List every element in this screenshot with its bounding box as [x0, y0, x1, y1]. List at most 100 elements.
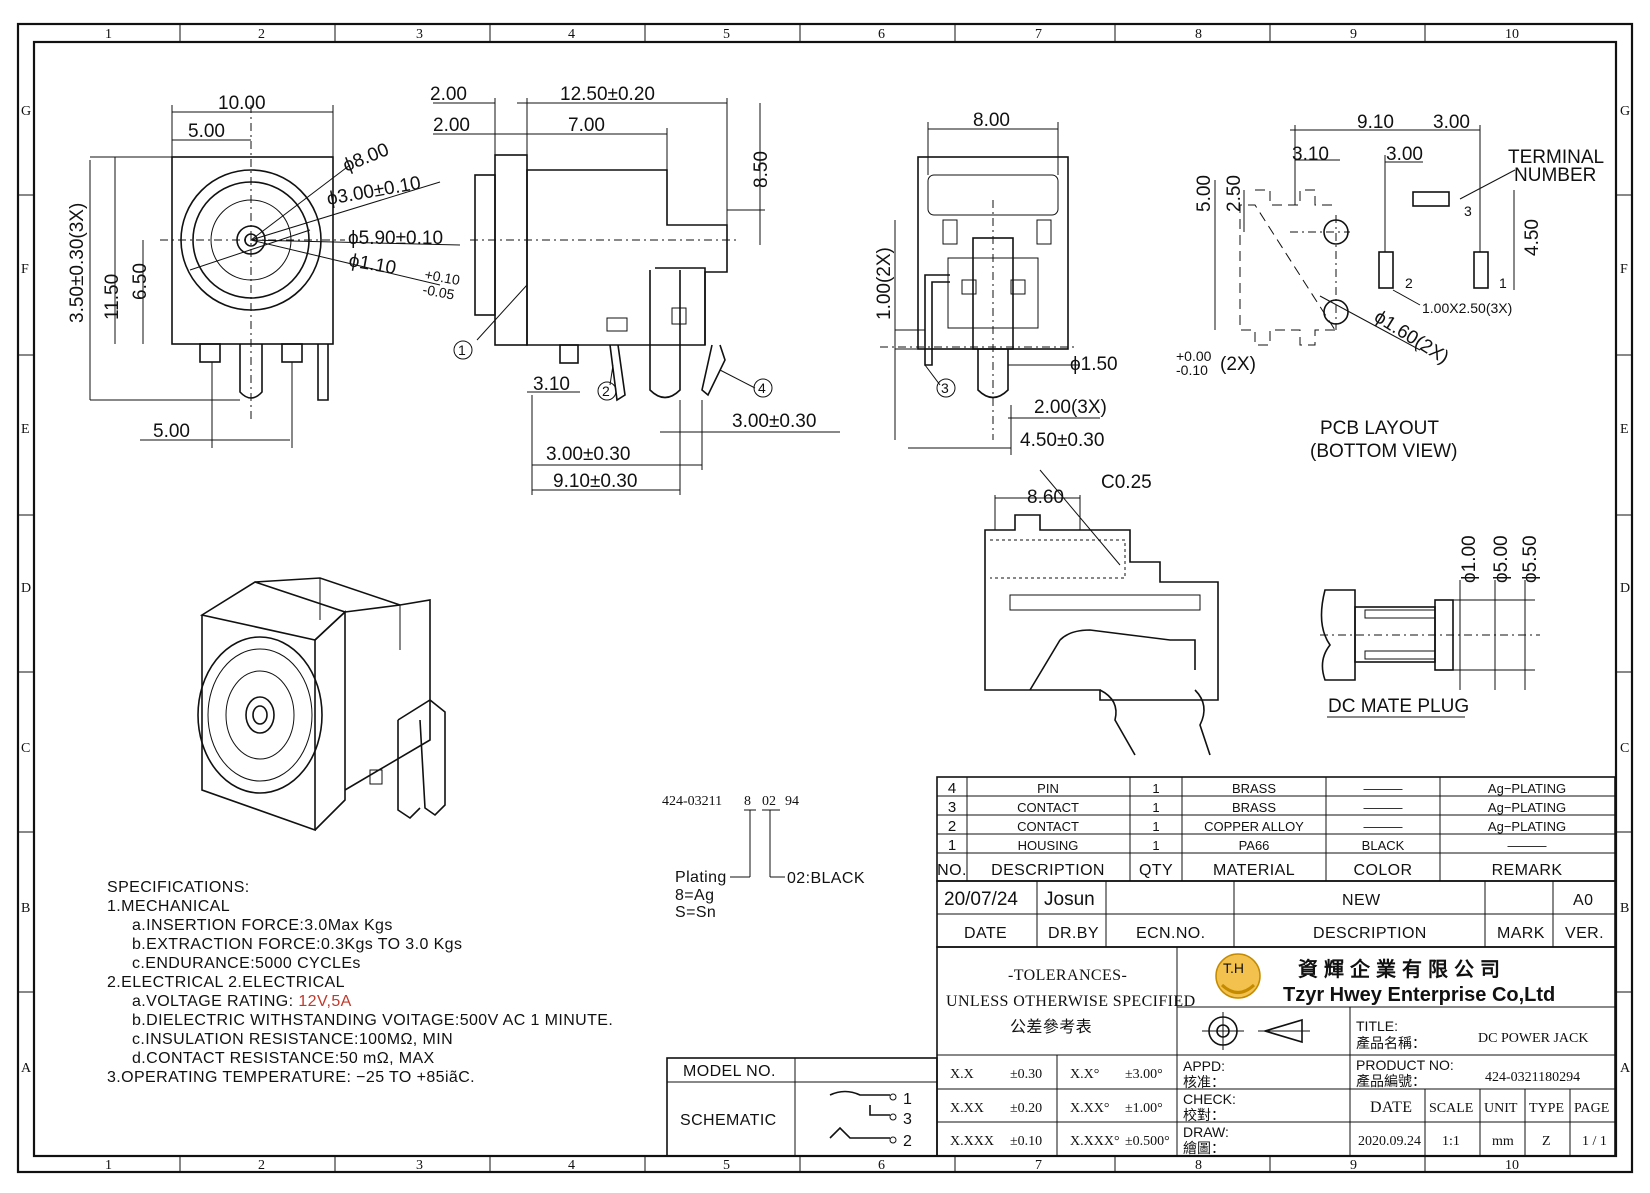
bom-cell: CONTACT — [1017, 800, 1079, 815]
zone-column-bottom: 8 — [1195, 1158, 1202, 1173]
revision-drawn-by: Josun — [1044, 889, 1095, 910]
zone-column-top: 4 — [568, 27, 575, 42]
check-label-chinese: 校對： — [1183, 1107, 1225, 1123]
dim-3-10: 3.10 — [1292, 144, 1329, 165]
product-no-value: 424-0321180294 — [1485, 1070, 1580, 1085]
plating-label: Plating — [675, 869, 727, 886]
bom-cell: Ag−PLATING — [1488, 819, 1566, 834]
dim-height-6-5: 6.50 — [130, 263, 151, 300]
revision-header-drby: DR.BY — [1048, 925, 1099, 942]
appd-label-chinese: 核准： — [1183, 1074, 1225, 1090]
product-no-label-chinese: 產品編號： — [1356, 1073, 1426, 1089]
zone-column-top: 6 — [878, 27, 885, 42]
zone-column-bottom: 9 — [1350, 1158, 1357, 1173]
bom-header: DESCRIPTION — [991, 862, 1105, 879]
zone-column-top: 3 — [416, 27, 423, 42]
dim-pad-size: 1.00X2.50(3X) — [1422, 300, 1512, 316]
model-no-label: MODEL NO. — [683, 1063, 776, 1080]
bom-header: MATERIAL — [1213, 862, 1295, 879]
revision-version: A0 — [1573, 892, 1593, 909]
zone-column-top: 7 — [1035, 27, 1042, 42]
zone-row-right: E — [1620, 422, 1629, 437]
zone-row-left: B — [21, 901, 30, 916]
schematic-pin-1: 1 — [903, 1091, 912, 1108]
bom-header: REMARK — [1492, 862, 1563, 879]
schematic-pin-2: 2 — [903, 1133, 912, 1150]
specification-line: 3.OPERATING TEMPERATURE: −25 TO +85iãC. — [107, 1069, 475, 1086]
bom-header: NO. — [937, 862, 967, 879]
part-number-suffix: 94 — [785, 794, 799, 809]
dim-2-top: 2.00 — [430, 84, 467, 105]
section-view — [984, 469, 1219, 756]
draw-label-chinese: 繪圖： — [1183, 1140, 1225, 1156]
specifications-title: SPECIFICATIONS: — [107, 879, 250, 896]
zone-column-top: 5 — [723, 27, 730, 42]
part-number-base: 424-03211 — [662, 794, 722, 809]
header-scale: SCALE — [1429, 1101, 1473, 1116]
title-value: DC POWER JACK — [1478, 1031, 1588, 1046]
revision-header-ecn: ECN.NO. — [1136, 925, 1205, 942]
zone-column-bottom: 2 — [258, 1158, 265, 1173]
bom-cell: 1 — [1152, 781, 1159, 796]
dim-3-0-b: 3.00±0.30 — [546, 444, 630, 465]
bom-cell: 1 — [1152, 800, 1159, 815]
zone-row-right: G — [1620, 104, 1630, 119]
company-name-chinese: 資輝企業有限公司 — [1298, 957, 1506, 981]
dim-tol-lower: -0.05 — [421, 281, 455, 302]
tolerance-cell: ±0.500° — [1125, 1134, 1170, 1149]
dim-2-50: 2.50 — [1224, 175, 1245, 212]
tolerance-cell: ±1.00° — [1125, 1101, 1163, 1116]
bom-cell: 3 — [948, 799, 956, 816]
bom-cell: HOUSING — [1018, 838, 1079, 853]
model-schematic-box — [666, 1057, 938, 1157]
bom-cell: ——— — [1508, 838, 1547, 853]
dim-3x-3-5: 3.50±0.30(3X) — [67, 203, 88, 323]
dim-dia-8: ϕ8.00 — [340, 139, 392, 176]
tolerance-cell: X.XXX° — [1070, 1134, 1120, 1149]
tolerance-cell: X.X° — [1070, 1067, 1099, 1082]
tolerances-chinese: 公差參考表 — [1010, 1018, 1092, 1036]
zone-row-left: G — [21, 104, 31, 119]
revision-header-ver: VER. — [1565, 925, 1604, 942]
header-date: DATE — [1370, 1099, 1412, 1116]
pad-number-2: 2 — [1405, 275, 1413, 291]
pcb-layout-title: PCB LAYOUT — [1320, 418, 1439, 439]
schematic-pin-3: 3 — [903, 1111, 912, 1128]
dim-dia-1-1: ϕ1.10 — [347, 250, 398, 279]
dim-9-1: 9.10±0.30 — [553, 471, 637, 492]
revision-description: NEW — [1342, 892, 1381, 909]
specification-line: 1.MECHANICAL — [107, 898, 230, 915]
tolerance-cell: X.XXX — [950, 1134, 994, 1149]
footer-unit-value: mm — [1492, 1134, 1514, 1149]
tolerance-cell: ±3.00° — [1125, 1067, 1163, 1082]
dim-5-00: 5.00 — [1194, 175, 1215, 212]
zone-column-bottom: 3 — [416, 1158, 423, 1173]
zone-column-bottom: 7 — [1035, 1158, 1042, 1173]
revision-header-date: DATE — [964, 925, 1007, 942]
dim-3-00-mid: 3.00 — [1386, 144, 1423, 165]
zone-row-right: B — [1620, 901, 1629, 916]
dim-8-00: 8.00 — [973, 110, 1010, 131]
revision-table — [936, 880, 1616, 948]
zone-column-bottom: 6 — [878, 1158, 885, 1173]
tolerance-cell: X.XX° — [1070, 1101, 1109, 1116]
zone-row-left: F — [21, 262, 29, 277]
callout-3: 3 — [941, 380, 949, 396]
plug-dia-5-00: ϕ5.00 — [1491, 535, 1512, 583]
zone-row-left: A — [21, 1061, 32, 1076]
bom-cell: BLACK — [1362, 838, 1405, 853]
mate-plug-title: DC MATE PLUG — [1328, 696, 1469, 717]
dim-5-bottom: 5.00 — [153, 421, 190, 442]
dim-dia-1-5-qty: (2X) — [1220, 354, 1256, 375]
dim-height-11-5: 11.50 — [102, 274, 123, 320]
bom-cell: 4 — [948, 780, 956, 797]
footer-page-value: 1 / 1 — [1582, 1134, 1607, 1149]
dim-c0-25: C0.25 — [1101, 472, 1152, 493]
specification-line: b.DIELECTRIC WITHSTANDING VOITAGE:500V A… — [132, 1012, 613, 1029]
terminal-number-label-2: NUMBER — [1514, 165, 1596, 186]
specification-line: c.ENDURANCE:5000 CYCLEs — [132, 955, 361, 972]
plating-option-ag: 8=Ag — [675, 887, 714, 904]
zone-row-left: D — [21, 581, 31, 596]
bom-header: COLOR — [1354, 862, 1413, 879]
